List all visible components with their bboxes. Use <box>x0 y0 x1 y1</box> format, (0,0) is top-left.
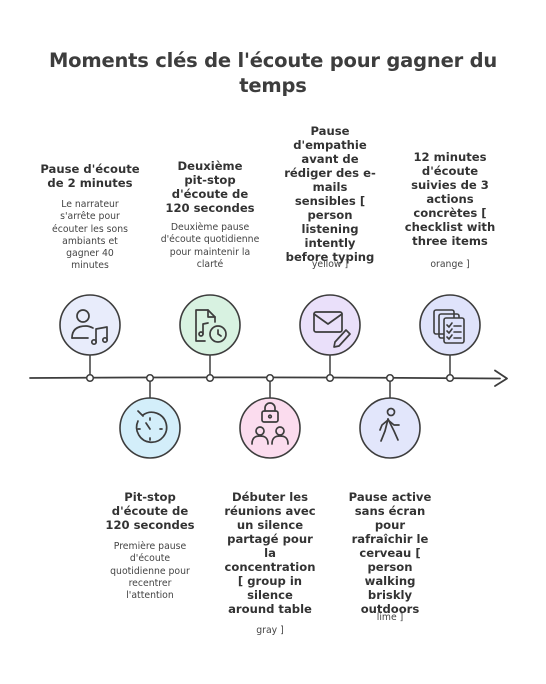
step-4-marker <box>239 373 301 459</box>
walking-person-icon <box>379 407 400 442</box>
step-6-circle <box>359 397 421 459</box>
step-5-circle <box>299 294 361 356</box>
mail-pen-icon <box>313 311 351 348</box>
step-7-description: orange ] <box>430 259 470 270</box>
stopwatch-icon <box>135 410 168 444</box>
step-7-marker <box>419 294 481 383</box>
timeline-arrowhead <box>494 369 508 387</box>
step-3-circle <box>179 294 241 356</box>
step-1-description: Le narrateur s'arrête pour écouter les s… <box>52 199 128 272</box>
step-3-title: Deuxième pit-stop d'écoute de 120 second… <box>165 159 255 215</box>
step-6-marker <box>359 373 421 459</box>
step-3-marker <box>179 294 241 383</box>
step-4-title: Débuter les réunions avec un silence par… <box>224 490 316 616</box>
step-4-circle <box>239 397 301 459</box>
step-1-marker <box>59 294 121 383</box>
step-2-description: Première pause d'écoute quotidienne pour… <box>110 541 190 602</box>
checklist-icon <box>433 309 465 344</box>
diagram-title: Moments clés de l'écoute pour gagner du … <box>48 49 498 97</box>
timeline-axis <box>29 376 501 380</box>
person-music-icon <box>71 309 109 346</box>
step-2-title: Pit-stop d'écoute de 120 secondes <box>105 490 195 532</box>
step-3-description: Deuxième pause d'écoute quotidienne pour… <box>160 222 260 270</box>
step-5-marker <box>299 294 361 383</box>
audio-file-clock-icon <box>195 309 227 343</box>
step-1-circle <box>59 294 121 356</box>
step-6-description: lime ] <box>376 612 404 623</box>
step-1-title: Pause d'écoute de 2 minutes <box>40 162 140 190</box>
step-5-title: Pause d'empathie avant de rédiger des e-… <box>284 124 376 264</box>
step-6-title: Pause active sans écran pour rafraîchir … <box>348 490 432 616</box>
group-lock-icon <box>251 402 289 445</box>
step-7-title: 12 minutes d'écoute suivies de 3 actions… <box>404 150 496 248</box>
step-4-description: gray ] <box>256 625 284 636</box>
step-5-description: yellow ] <box>311 259 349 270</box>
step-2-marker <box>119 373 181 459</box>
